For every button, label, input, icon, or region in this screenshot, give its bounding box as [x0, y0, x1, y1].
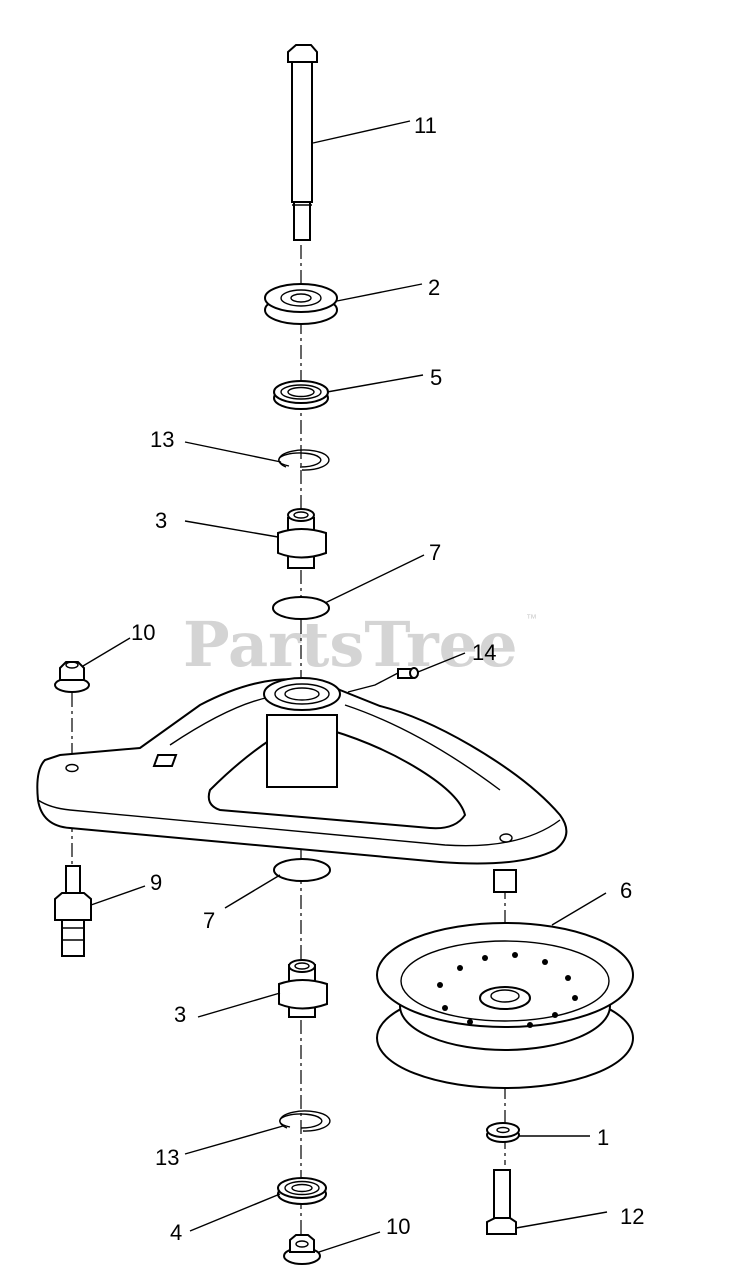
callout-9: 9	[150, 870, 162, 895]
part-3-spacer-bottom[interactable]	[278, 959, 328, 1018]
callout-11: 11	[414, 113, 437, 138]
callout-4: 4	[170, 1220, 182, 1245]
part-14-grease-fitting[interactable]	[347, 667, 419, 693]
part-12-bolt[interactable]	[486, 1169, 517, 1235]
plate-right-stud	[493, 869, 517, 893]
part-4-bearing[interactable]	[277, 1177, 327, 1205]
watermark-trademark: ™	[526, 613, 537, 625]
part-13-snap-ring-bottom[interactable]	[279, 1110, 331, 1132]
part-9-stud[interactable]	[54, 865, 92, 957]
callout-2: 2	[428, 275, 440, 300]
part-1-washer[interactable]	[486, 1122, 520, 1143]
part-5-bearing[interactable]	[273, 380, 329, 410]
callout-5: 5	[430, 365, 442, 390]
callout-1: 1	[597, 1125, 609, 1150]
part-10-flange-nut-top[interactable]	[54, 661, 90, 693]
callout-12: 12	[620, 1204, 644, 1229]
callout-10-bottom: 10	[386, 1214, 410, 1239]
part-3-spacer-top[interactable]	[277, 508, 327, 569]
callout-3-bottom: 3	[174, 1002, 186, 1027]
callout-10-top: 10	[131, 620, 155, 645]
callout-7-top: 7	[429, 540, 441, 565]
part-7-o-ring-bottom[interactable]	[273, 858, 331, 882]
part-13-snap-ring-top[interactable]	[278, 449, 330, 471]
part-2-seal-cap[interactable]	[264, 283, 338, 325]
callout-13-top: 13	[150, 427, 174, 452]
watermark-text: PartsTree	[183, 608, 518, 681]
callout-3-top: 3	[155, 508, 167, 533]
leader-lines	[82, 120, 608, 1253]
part-10-flange-nut-bottom[interactable]	[283, 1234, 321, 1265]
callout-13-bottom: 13	[155, 1145, 179, 1170]
part-7-o-ring-top[interactable]	[272, 596, 330, 620]
part-11-bolt[interactable]	[287, 44, 318, 241]
idler-arm-bracket[interactable]	[36, 677, 568, 865]
callout-14: 14	[472, 640, 496, 665]
part-6-idler-pulley[interactable]	[376, 922, 634, 1089]
callout-7-bottom: 7	[203, 908, 215, 933]
callout-6: 6	[620, 878, 632, 903]
